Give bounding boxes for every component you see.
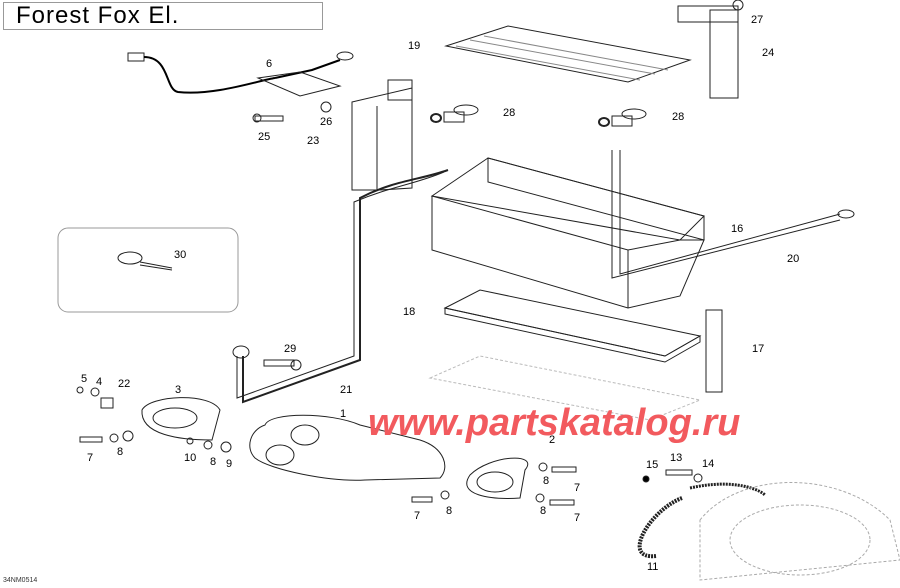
bracket-part-23 — [351, 79, 413, 191]
bolt-part-13 — [665, 469, 693, 476]
callout-c13: 13 — [670, 452, 682, 464]
callout-c8e: 8 — [540, 505, 546, 517]
callout-c30: 30 — [174, 249, 186, 261]
callout-c8c: 8 — [446, 505, 452, 517]
callout-c4: 4 — [96, 376, 102, 388]
diagram-title: Forest Fox El. — [16, 2, 180, 29]
bolt-part-29 — [263, 359, 302, 371]
nut-part-27 — [732, 0, 744, 11]
washer-part-14 — [693, 473, 703, 483]
callout-c15: 15 — [646, 459, 658, 471]
inset-box-cable-tie — [57, 227, 239, 313]
callout-c6: 6 — [266, 58, 272, 70]
callout-c28b: 28 — [672, 111, 684, 123]
vent-tube-part-17 — [705, 309, 723, 393]
callout-c22: 22 — [118, 378, 130, 390]
callout-c28a: 28 — [503, 107, 515, 119]
clamp-part-22 — [100, 397, 114, 409]
callout-c8b: 8 — [210, 456, 216, 468]
engine-housing-outline — [699, 482, 900, 581]
terminal-cap-part-28-left — [430, 104, 479, 123]
callout-c29: 29 — [284, 343, 296, 355]
bolts-washers-group — [79, 430, 577, 506]
callout-c10: 10 — [184, 452, 196, 464]
washer-part-4 — [90, 387, 100, 397]
callout-c16: 16 — [731, 223, 743, 235]
mounting-plate-part-3 — [141, 397, 221, 441]
nut-part-15 — [642, 475, 650, 483]
callout-c8a: 8 — [117, 446, 123, 458]
callout-c24: 24 — [762, 47, 774, 59]
callout-c14: 14 — [702, 458, 714, 470]
callout-c19: 19 — [408, 40, 420, 52]
bracket-part-24 — [677, 5, 739, 99]
diagram-title-box: Forest Fox El. — [3, 2, 323, 30]
callout-c7a: 7 — [87, 452, 93, 464]
battery-pad-part-19 — [444, 25, 692, 83]
starter-motor-part-1 — [249, 414, 446, 481]
callout-c20: 20 — [787, 253, 799, 265]
callout-c26: 26 — [320, 116, 332, 128]
cable-part-21 — [232, 169, 449, 404]
callout-c1: 1 — [340, 408, 346, 420]
callout-c25: 25 — [258, 131, 270, 143]
callout-c18: 18 — [403, 306, 415, 318]
callout-c21: 21 — [340, 384, 352, 396]
wiring-harness-part-6 — [127, 51, 354, 97]
callout-c7d: 7 — [574, 512, 580, 524]
mounting-plate-part-2 — [466, 457, 529, 499]
battery-tray-part-18 — [443, 289, 702, 363]
terminal-cap-part-28-right — [598, 108, 647, 127]
callout-c7c: 7 — [574, 482, 580, 494]
callout-c8d: 8 — [543, 475, 549, 487]
callout-c9: 9 — [226, 458, 232, 470]
watermark-text: www.partskatalog.ru — [368, 402, 740, 444]
drawing-code: 34NM0514 — [3, 577, 38, 584]
battery-part-16 — [430, 157, 705, 309]
bolt-part-25 — [252, 113, 284, 123]
callout-c27: 27 — [751, 14, 763, 26]
washer-part-26 — [320, 101, 332, 113]
callout-c5: 5 — [81, 373, 87, 385]
callout-c3: 3 — [175, 384, 181, 396]
nut-part-5 — [76, 386, 84, 394]
callout-c17: 17 — [752, 343, 764, 355]
callout-c2: 2 — [549, 434, 555, 446]
cable-tie-part-30 — [117, 251, 173, 271]
callout-c11: 11 — [647, 561, 658, 573]
callout-c7b: 7 — [414, 510, 420, 522]
cable-part-20 — [611, 150, 855, 279]
callout-c23: 23 — [307, 135, 319, 147]
ring-gear-part-11 — [637, 482, 767, 559]
battery-base-outline — [428, 355, 702, 421]
